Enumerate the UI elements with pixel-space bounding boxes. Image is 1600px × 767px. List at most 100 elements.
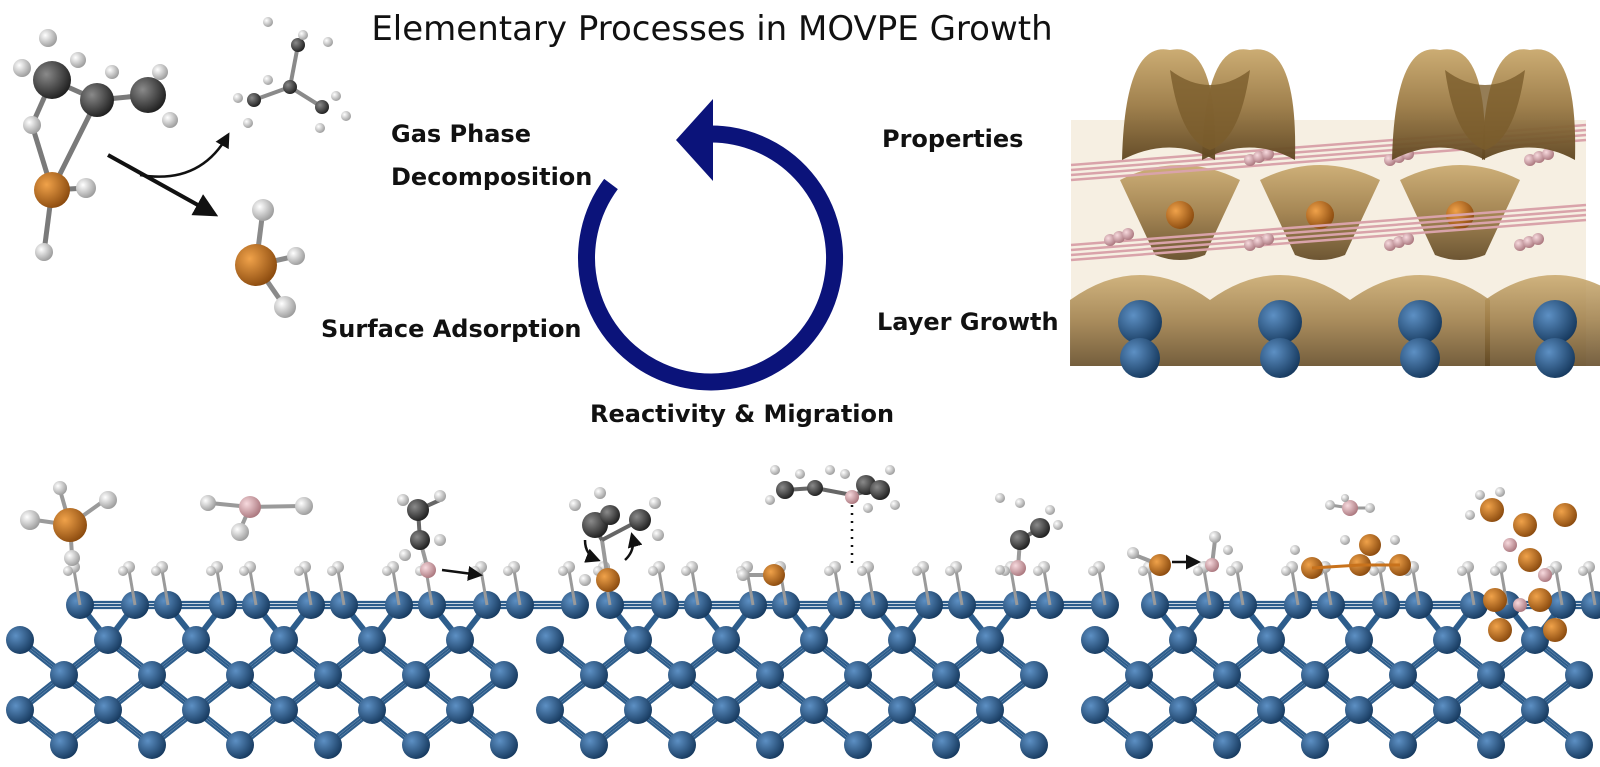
hydrogen-atom — [1088, 566, 1098, 576]
phosphorus-atom — [53, 508, 87, 542]
bond — [215, 569, 225, 606]
hydrogen-atom — [1365, 503, 1375, 513]
hydrogen-atom — [23, 116, 41, 134]
decomposition-label: Decomposition — [391, 163, 592, 191]
silicon-atom — [1477, 661, 1505, 689]
bond — [336, 569, 346, 606]
silicon-atom — [800, 626, 828, 654]
bond — [1290, 569, 1300, 606]
bond — [248, 569, 258, 606]
hydrogen-atom — [1193, 566, 1203, 576]
rotation-arrow-icon — [583, 539, 601, 563]
hydrogen-atom — [1578, 566, 1588, 576]
bond — [1311, 563, 1361, 570]
hydrogen-atom — [231, 523, 249, 541]
bond — [866, 569, 876, 606]
silicon-atom — [270, 626, 298, 654]
bond — [127, 569, 137, 606]
bond — [72, 569, 82, 606]
silicon-atom — [1125, 661, 1153, 689]
silicon-atom — [1301, 661, 1329, 689]
boron-atom — [1010, 560, 1026, 576]
hydrogen-atom — [151, 566, 161, 576]
boron-atom — [1262, 233, 1274, 245]
hydrogen-atom — [1325, 500, 1335, 510]
hydrogen-atom — [1033, 566, 1043, 576]
silicon-slab — [536, 561, 1119, 759]
hydrogen-atom — [287, 247, 305, 265]
boron-atom — [420, 562, 436, 578]
silicon-atom — [226, 661, 254, 689]
silicon-atom — [1433, 626, 1461, 654]
bond — [160, 569, 170, 606]
phosphorus-atom — [1166, 201, 1194, 229]
density-lobe — [1445, 70, 1525, 150]
gas-phase-label: Gas Phase — [391, 120, 531, 148]
hydrogen-atom — [681, 566, 691, 576]
silicon-atom — [1257, 626, 1285, 654]
silicon-atom — [1433, 696, 1461, 724]
phosphorus-atom — [235, 244, 277, 286]
silicon-atom — [1020, 731, 1048, 759]
boron-atom — [1542, 148, 1554, 160]
page-title: Elementary Processes in MOVPE Growth — [371, 9, 1052, 49]
hydrogen-atom — [558, 566, 568, 576]
bond — [1202, 569, 1212, 606]
phosphorus-atom — [1528, 588, 1552, 612]
silicon-atom — [888, 696, 916, 724]
silicon-atom — [314, 661, 342, 689]
phosphorus-atom — [1513, 513, 1537, 537]
hydrogen-atom — [53, 481, 67, 495]
hydrogen-atom — [70, 52, 86, 68]
hydrogen-atom — [434, 490, 446, 502]
silicon-atom — [1533, 300, 1577, 344]
hydrogen-atom — [1138, 566, 1148, 576]
migration-arrow-icon — [441, 565, 483, 581]
boron-atom — [1262, 148, 1274, 160]
hydrogen-atom — [1340, 535, 1350, 545]
phosphorus-atom — [1543, 618, 1567, 642]
bond — [954, 569, 964, 606]
silicon-atom — [624, 626, 652, 654]
bond — [657, 569, 667, 606]
silicon-atom — [976, 696, 1004, 724]
hydrogen-atom — [503, 566, 513, 576]
hydrogen-atom — [945, 566, 955, 576]
hydrogen-atom — [1053, 520, 1063, 530]
bond — [1554, 569, 1564, 606]
hydrogen-atom — [152, 64, 168, 80]
bond — [833, 569, 843, 606]
hydrogen-atom — [315, 123, 325, 133]
silicon-atom — [668, 731, 696, 759]
hydrogen-atom — [327, 566, 337, 576]
carbon-atom — [870, 480, 890, 500]
silicon-atom — [138, 661, 166, 689]
hydrogen-atom — [824, 566, 834, 576]
hydrogen-atom — [1290, 545, 1300, 555]
silicon-atom — [1398, 300, 1442, 344]
silicon-atom — [1535, 338, 1575, 378]
hydrogen-atom — [397, 494, 409, 506]
carbon-atom — [807, 480, 823, 496]
properties-label: Properties — [882, 125, 1023, 153]
silicon-atom — [1169, 696, 1197, 724]
hydrogen-atom — [995, 493, 1005, 503]
silicon-atom — [270, 696, 298, 724]
hydrogen-atom — [105, 65, 119, 79]
hydrogen-atom — [857, 566, 867, 576]
silicon-atom — [1301, 731, 1329, 759]
hydrogen-atom — [20, 510, 40, 530]
adsorbate-group — [20, 465, 1577, 642]
bond — [1070, 213, 1587, 257]
phosphorus-atom — [1306, 201, 1334, 229]
hydrogen-atom — [263, 17, 273, 27]
hydrogen-atom — [13, 59, 31, 77]
silicon-atom — [1345, 626, 1373, 654]
hydrogen-atom — [885, 465, 895, 475]
carbon-atom — [283, 80, 297, 94]
hydrogen-atom — [1223, 545, 1233, 555]
boron-atom — [1205, 558, 1219, 572]
silicon-atom — [1400, 338, 1440, 378]
bond — [567, 569, 577, 606]
silicon-atom — [1081, 626, 1109, 654]
